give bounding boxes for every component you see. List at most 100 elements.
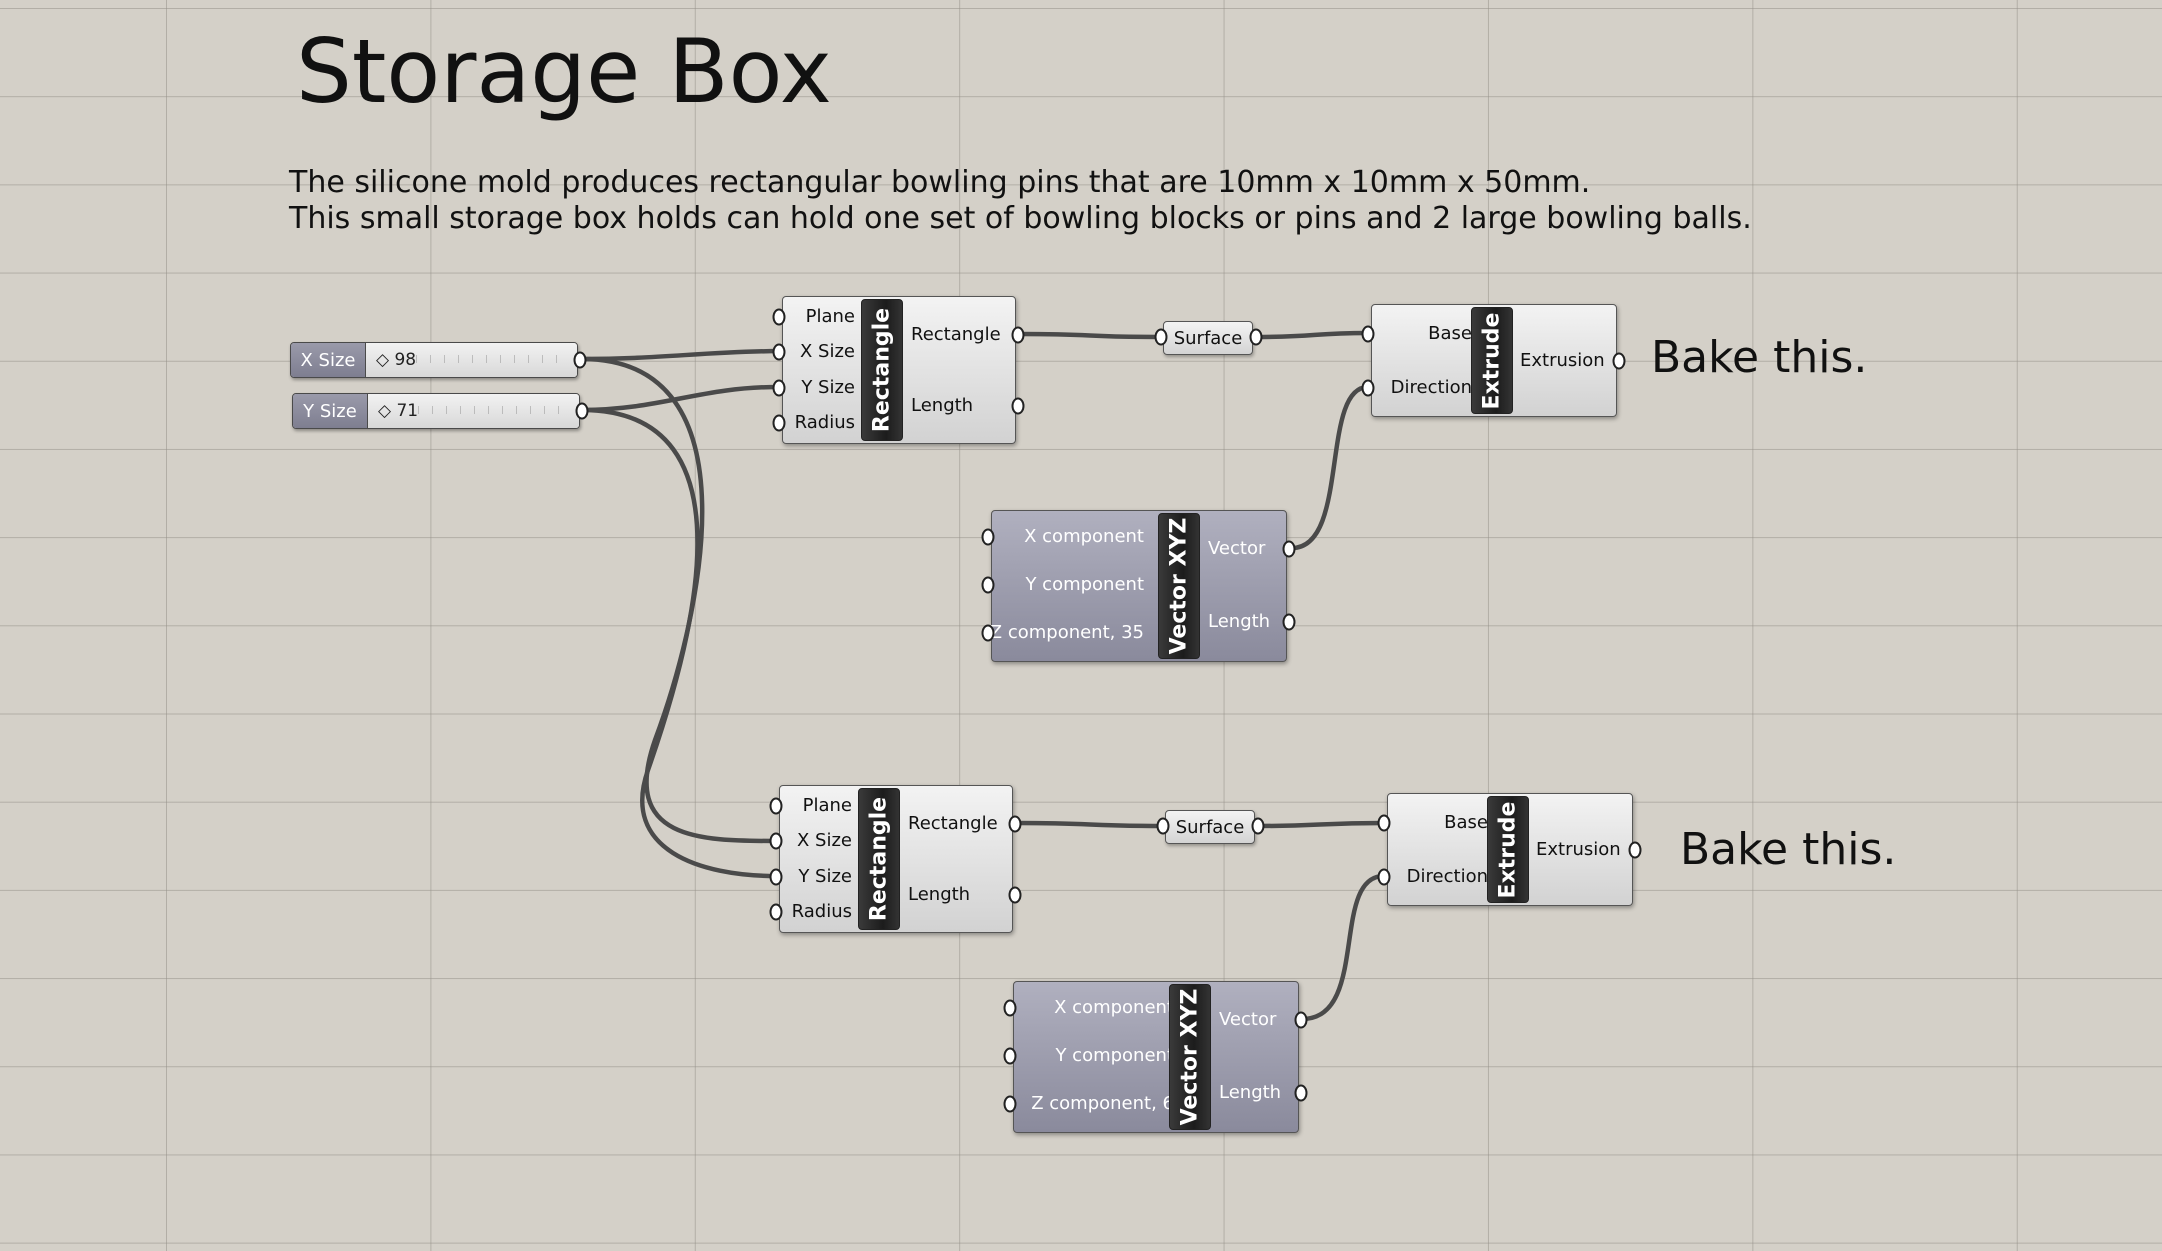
x-size-slider-track[interactable]: ◇ 98	[366, 343, 577, 377]
vector-xyz-component-top[interactable]: X component Y component Z component, 35 …	[981, 510, 1296, 662]
surface-bottom-in-port[interactable]	[1156, 817, 1170, 835]
port-base[interactable]	[1361, 325, 1375, 343]
input-y-size: Y Size	[801, 377, 855, 398]
extrude-component-bottom[interactable]: Base Direction Extrude Extrusion	[1377, 793, 1642, 906]
port-y-size[interactable]	[772, 379, 786, 397]
extrude-core: Extrude	[1471, 307, 1513, 414]
wire-surface1-to-extrude1	[1253, 330, 1371, 340]
input-y-component: Y component	[1025, 574, 1144, 595]
surface-top-out-port[interactable]	[1249, 328, 1263, 346]
input-x-size: X Size	[796, 830, 852, 851]
wire-surface2-to-extrude2	[1255, 820, 1387, 829]
bake-label-top: Bake this.	[1651, 332, 1868, 383]
port-length-out[interactable]	[1008, 886, 1022, 904]
wire-ysize-to-rect1	[579, 384, 781, 413]
slider-ticks	[418, 406, 565, 414]
x-size-slider-value: 98	[394, 350, 417, 370]
port-direction[interactable]	[1377, 868, 1391, 886]
input-x-size: X Size	[799, 341, 855, 362]
input-y-component: Y component	[1055, 1045, 1174, 1066]
slider-ticks	[416, 355, 563, 363]
port-base[interactable]	[1377, 814, 1391, 832]
extrude-core: Extrude	[1487, 796, 1529, 903]
output-extrusion: Extrusion	[1536, 839, 1621, 860]
surface-param-top[interactable]: Surface	[1163, 321, 1253, 355]
port-z-component[interactable]	[981, 624, 995, 642]
port-x-component[interactable]	[981, 528, 995, 546]
y-size-slider-value: 71	[396, 401, 419, 421]
diamond-icon: ◇	[376, 350, 395, 370]
bake-label-bottom: Bake this.	[1680, 824, 1897, 875]
surface-bottom-out-port[interactable]	[1251, 817, 1265, 835]
input-base: Base	[1428, 323, 1472, 344]
wire-rect1-to-surface1	[1017, 331, 1163, 340]
output-length: Length	[908, 884, 971, 905]
port-extrusion-out[interactable]	[1612, 352, 1626, 370]
input-y-size: Y Size	[798, 866, 852, 887]
y-size-slider[interactable]: Y Size ◇ 71	[292, 393, 589, 429]
rectangle-core: Rectangle	[861, 299, 903, 441]
vector-xyz-component-bottom[interactable]: X component Y component Z component, 6 V…	[1003, 981, 1308, 1133]
port-length-out[interactable]	[1282, 613, 1296, 631]
port-extrusion-out[interactable]	[1628, 841, 1642, 859]
output-length: Length	[1219, 1082, 1282, 1103]
diamond-icon: ◇	[378, 401, 397, 421]
port-radius[interactable]	[772, 414, 786, 432]
port-y-component[interactable]	[1003, 1047, 1017, 1065]
wire-xsize-to-rect1	[579, 348, 781, 362]
port-plane[interactable]	[769, 797, 783, 815]
input-direction: Direction	[1390, 377, 1472, 398]
port-vector-out[interactable]	[1282, 540, 1296, 558]
surface-top-in-port[interactable]	[1154, 328, 1168, 346]
input-base: Base	[1444, 812, 1488, 833]
description-line-2: This small storage box holds can hold on…	[289, 201, 1752, 236]
input-plane: Plane	[805, 306, 855, 327]
port-x-size[interactable]	[772, 343, 786, 361]
wire-rect2-to-surface2	[1013, 820, 1165, 829]
wire-xsize-to-rect2	[579, 356, 779, 844]
port-rectangle-out[interactable]	[1008, 815, 1022, 833]
port-z-component[interactable]	[1003, 1095, 1017, 1113]
port-vector-out[interactable]	[1294, 1011, 1308, 1029]
port-x-component[interactable]	[1003, 999, 1017, 1017]
y-size-slider-track[interactable]: ◇ 71	[368, 394, 579, 428]
rectangle-component-bottom[interactable]: Plane X Size Y Size Radius Rectangle Rec…	[769, 785, 1022, 933]
output-length: Length	[1208, 611, 1271, 632]
rectangle-core: Rectangle	[858, 788, 900, 930]
input-z-component: Z component, 6	[1031, 1093, 1174, 1114]
port-length-out[interactable]	[1294, 1084, 1308, 1102]
input-z-component: Z component, 35	[989, 622, 1144, 643]
input-radius: Radius	[791, 901, 852, 922]
y-size-slider-label: Y Size	[293, 394, 368, 428]
input-direction: Direction	[1406, 866, 1488, 887]
port-rectangle-out[interactable]	[1011, 326, 1025, 344]
wire-vector1-to-extrude1	[1289, 384, 1371, 551]
vector-xyz-core: Vector XYZ	[1169, 984, 1211, 1130]
output-vector: Vector	[1219, 1009, 1277, 1030]
extrude-component-top[interactable]: Base Direction Extrude Extrusion	[1361, 304, 1626, 417]
output-rectangle: Rectangle	[911, 324, 1001, 345]
port-plane[interactable]	[772, 308, 786, 326]
description-line-1: The silicone mold produces rectangular b…	[289, 165, 1591, 200]
port-x-size[interactable]	[769, 832, 783, 850]
port-length-out[interactable]	[1011, 397, 1025, 415]
x-size-slider[interactable]: X Size ◇ 98	[290, 342, 587, 378]
page-title: Storage Box	[296, 20, 832, 123]
port-y-component[interactable]	[981, 576, 995, 594]
rectangle-component-top[interactable]: Plane X Size Y Size Radius Rectangle Rec…	[772, 296, 1025, 444]
output-vector: Vector	[1208, 538, 1266, 559]
input-plane: Plane	[802, 795, 852, 816]
input-x-component: X component	[1024, 526, 1144, 547]
wire-vector2-to-extrude2	[1299, 873, 1387, 1022]
y-size-output-port[interactable]	[575, 402, 589, 420]
x-size-output-port[interactable]	[573, 351, 587, 369]
port-direction[interactable]	[1361, 379, 1375, 397]
output-length: Length	[911, 395, 974, 416]
wire-ysize-to-rect2	[579, 407, 779, 879]
surface-param-bottom[interactable]: Surface	[1165, 810, 1255, 844]
port-y-size[interactable]	[769, 868, 783, 886]
input-x-component: X component	[1054, 997, 1174, 1018]
x-size-slider-label: X Size	[291, 343, 366, 377]
port-radius[interactable]	[769, 903, 783, 921]
output-extrusion: Extrusion	[1520, 350, 1605, 371]
